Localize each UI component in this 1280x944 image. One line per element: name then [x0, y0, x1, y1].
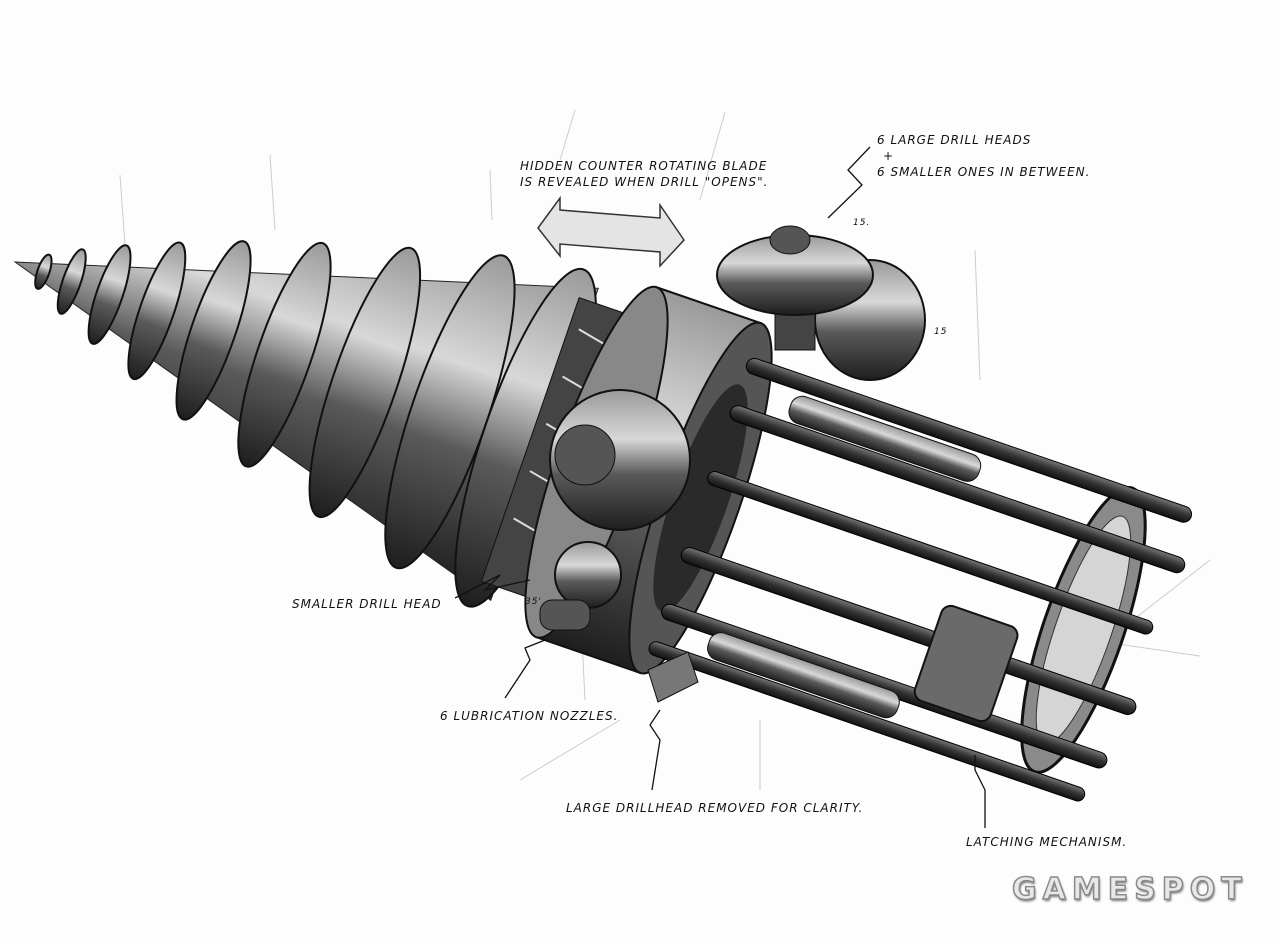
- latching-mechanism: [913, 604, 1019, 723]
- latching-mechanism-annotation: Latching mechanism.: [966, 835, 1128, 849]
- blade-annotation: Hidden counter rotating blade is reveale…: [520, 158, 769, 190]
- leader-lines: [454, 146, 986, 828]
- double-arrow: [537, 195, 685, 268]
- blade-annotation-line1: Hidden counter rotating blade: [520, 159, 768, 173]
- angle-label-right: 15: [934, 327, 948, 337]
- angle-label-top: 15.: [853, 218, 871, 228]
- drill-heads-plus: +: [883, 149, 895, 163]
- tube-cage: [648, 357, 1193, 802]
- side-drill-heads: [539, 389, 699, 703]
- drillhead-mount: [647, 651, 699, 703]
- large-drill-head-top: [716, 225, 926, 381]
- angle-label-small: 35': [525, 597, 542, 607]
- gamespot-watermark: GAMESPOT: [1011, 871, 1248, 908]
- drill-heads-line2: 6 smaller ones in between.: [877, 165, 1091, 179]
- drillhead-removed-annotation: Large drillhead removed for clarity.: [566, 801, 864, 815]
- lubrication-nozzles-annotation: 6 lubrication nozzles.: [440, 709, 619, 723]
- blade-annotation-line2: is revealed when drill "opens".: [520, 175, 769, 189]
- smaller-drill-head: [554, 541, 622, 609]
- drill-heads-line1: 6 large drill heads: [877, 133, 1032, 147]
- lubrication-nozzle: [539, 599, 591, 631]
- smaller-drill-head-annotation: Smaller drill head: [292, 597, 442, 611]
- drill-heads-annotation: 6 large drill heads + 6 smaller ones in …: [877, 132, 1090, 180]
